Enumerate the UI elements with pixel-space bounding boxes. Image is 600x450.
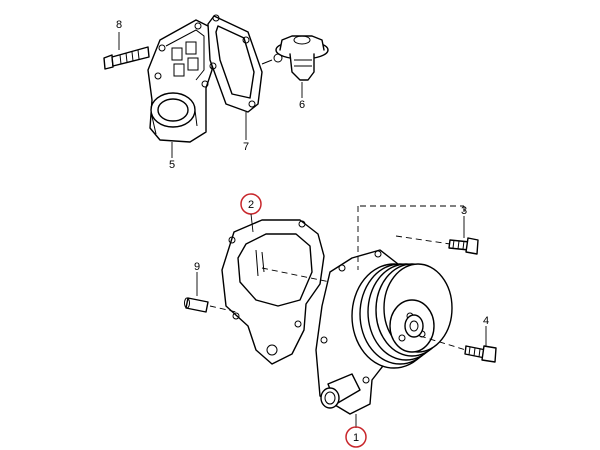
callout-1-highlight[interactable]: 1 [345,426,367,448]
callout-3: 3 [461,205,467,217]
callout-8: 8 [116,19,122,31]
callout-6: 6 [299,99,305,111]
callout-9: 9 [194,261,200,273]
part-3-bolt[interactable] [448,216,479,255]
callout-7: 7 [243,141,249,153]
part-8-bolt[interactable] [103,32,150,70]
part-7-gasket[interactable] [207,14,263,140]
part-9-dowel-pin[interactable] [184,272,209,313]
part-1-water-pump[interactable] [315,249,453,428]
part-4-bolt[interactable] [464,326,497,363]
part-5-thermostat-housing[interactable] [147,19,213,158]
callout-2-highlight[interactable]: 2 [240,193,262,233]
highlight-ring [345,426,367,448]
callout-1: 1 [353,432,359,444]
callout-4: 4 [483,315,489,327]
part-2-gasket[interactable] [221,219,325,365]
callout-2: 2 [248,199,254,211]
assembly-lines [209,205,467,351]
part-6-thermostat[interactable] [261,35,329,98]
callout-5: 5 [169,159,175,171]
